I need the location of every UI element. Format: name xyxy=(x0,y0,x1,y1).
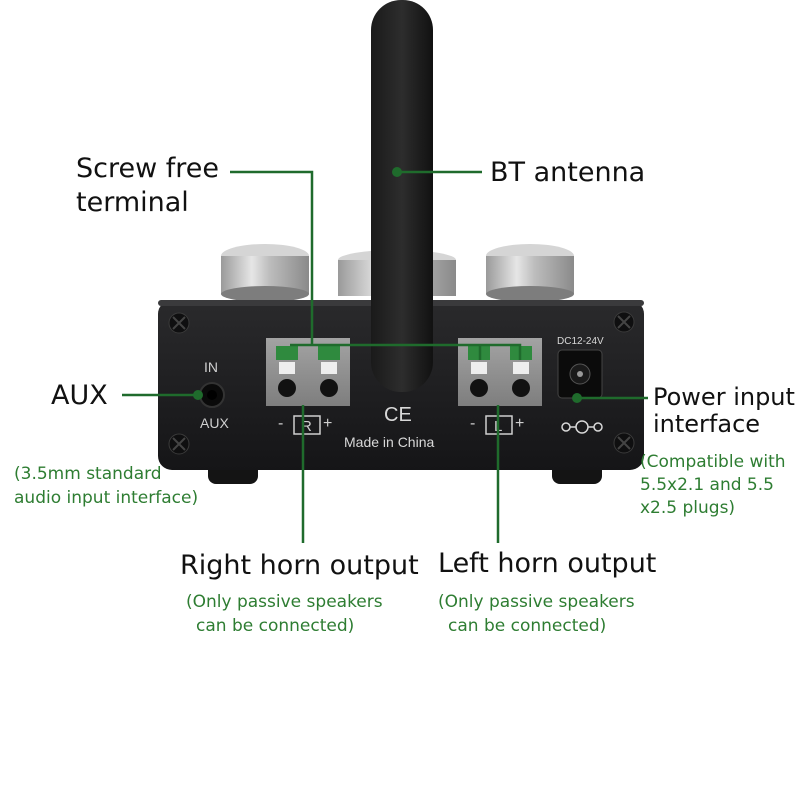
ce-mark: CE xyxy=(384,404,412,426)
left-plus-marking: + xyxy=(515,415,524,432)
aux-note: (3.5mm standard audio input interface) xyxy=(14,464,199,508)
left-horn-output-label: Left horn output xyxy=(438,548,657,579)
right-horn-note: (Only passive speakers can be connected) xyxy=(186,592,383,636)
screw-icon xyxy=(613,432,635,454)
right-speaker-terminal xyxy=(266,338,350,406)
panel-aux-marking: AUX xyxy=(200,415,229,431)
aux-label: AUX xyxy=(51,380,108,411)
left-speaker-terminal xyxy=(458,338,542,406)
right-plus-marking: + xyxy=(323,415,332,432)
callout-dots xyxy=(193,167,582,403)
left-horn-note: (Only passive speakers can be connected) xyxy=(438,592,635,636)
volume-knob-right xyxy=(486,244,574,302)
right-horn-output-label: Right horn output xyxy=(180,550,419,581)
screw-free-terminal-label: Screw free terminal xyxy=(76,153,220,218)
speaker-symbol-icon xyxy=(293,415,321,435)
volume-knob-left xyxy=(221,244,309,302)
screw-icon xyxy=(168,312,190,334)
screw-icon xyxy=(613,311,635,333)
right-minus-marking: - xyxy=(278,415,283,432)
dc-rating-marking: DC12-24V xyxy=(557,336,604,347)
screw-icon xyxy=(168,433,190,455)
made-in-marking: Made in China xyxy=(344,434,434,450)
left-minus-marking: - xyxy=(470,415,475,432)
aux-jack xyxy=(199,382,225,408)
bt-antenna xyxy=(371,0,433,392)
dc-power-jack xyxy=(557,349,603,399)
right-channel-marking: R xyxy=(301,418,312,435)
callout-lines xyxy=(122,170,648,543)
power-note: (Compatible with 5.5x2.1 and 5.5 x2.5 pl… xyxy=(640,452,786,518)
bt-antenna-label: BT antenna xyxy=(490,157,646,188)
panel-in-marking: IN xyxy=(204,359,218,375)
polarity-symbol-icon xyxy=(561,420,603,434)
power-input-label: Power input interface xyxy=(653,383,795,438)
